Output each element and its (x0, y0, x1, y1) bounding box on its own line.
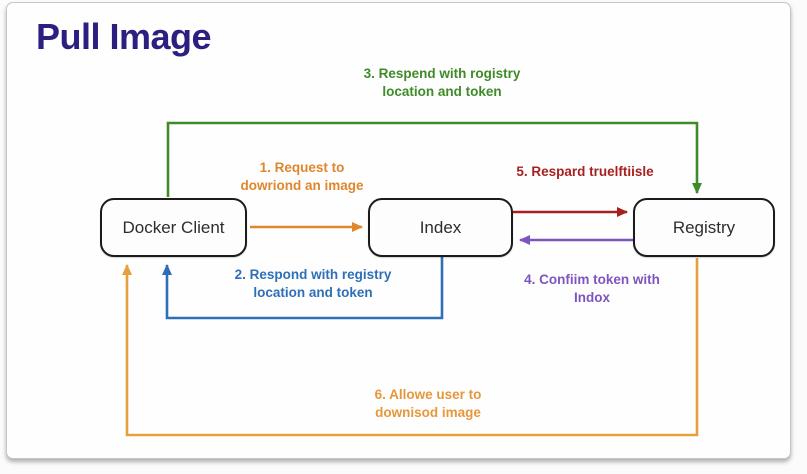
arrow-label-step-4: 4. Confiim token with Indox (524, 272, 660, 306)
arrow-label-step-2: 2. Respond with registry location and to… (234, 267, 392, 301)
node-docker-client: Docker Client (100, 198, 247, 257)
node-registry-label: Registry (672, 217, 736, 237)
node-docker-client-label: Docker Client (122, 217, 225, 237)
node-registry: Registry (633, 198, 775, 257)
arrow-label-step-3: 3. Respend with rogistry location and to… (363, 66, 521, 100)
arrow-label-step-6: 6. Allowe user to downisod image (374, 387, 482, 421)
arrow-label-step-5: 5. Respard truelftiisle (516, 164, 654, 179)
node-index-label: Index (419, 217, 462, 237)
node-index: Index (368, 198, 513, 257)
page-title: Pull Image (36, 16, 212, 57)
arrow-label-step-1: 1. Request to dowriond an image (240, 160, 364, 194)
